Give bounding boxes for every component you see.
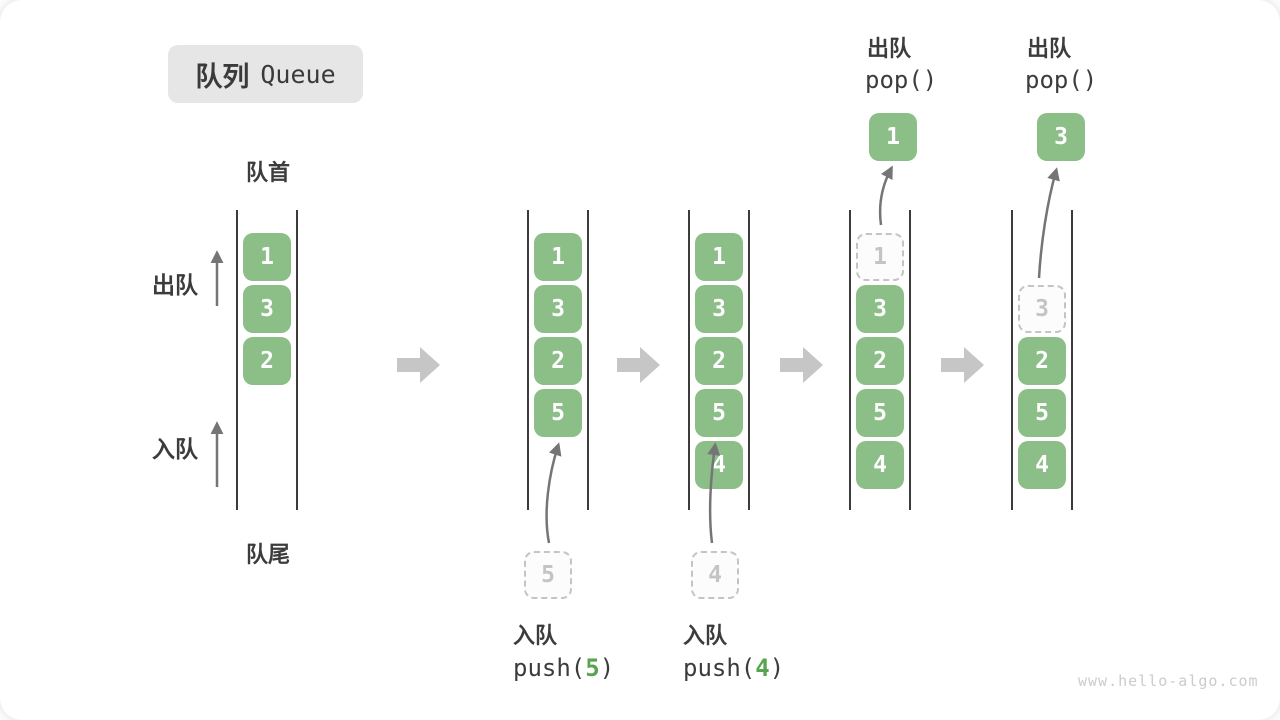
op-label-dequeue: 出队 xyxy=(867,36,912,61)
cell-value: 3 xyxy=(1054,124,1068,150)
queue-cell: 2 xyxy=(243,337,291,385)
op-code-pop: pop() xyxy=(865,66,938,94)
op-code-push5: push(5) xyxy=(513,654,614,682)
cell-value: 5 xyxy=(873,400,887,426)
queue-cell: 2 xyxy=(695,337,743,385)
cell-value: 3 xyxy=(873,296,887,322)
queue-cell: 5 xyxy=(856,389,904,437)
stage-transition-arrow xyxy=(617,347,660,383)
op-code-push4: push(4) xyxy=(683,654,784,682)
queue-cell: 3 xyxy=(534,285,582,333)
op-label-enqueue: 入队 xyxy=(683,623,728,648)
cell-value: 3 xyxy=(260,296,274,322)
queue-cell: 1 xyxy=(243,233,291,281)
cell-value: 1 xyxy=(873,244,887,270)
removed-cell: 1 xyxy=(856,233,904,281)
queue-cell: 4 xyxy=(856,441,904,489)
cell-value: 5 xyxy=(551,400,565,426)
cell-value: 1 xyxy=(712,244,726,270)
cell-value: 1 xyxy=(260,244,274,270)
queue-channel-5 xyxy=(1011,210,1073,510)
queue-channel-3 xyxy=(688,210,750,510)
cell-value: 4 xyxy=(1035,452,1049,478)
queue-cell: 3 xyxy=(695,285,743,333)
queue-cell: 5 xyxy=(534,389,582,437)
cell-value: 2 xyxy=(260,348,274,374)
cell-value: 5 xyxy=(712,400,726,426)
label-queue-rear: 队尾 xyxy=(245,542,290,567)
stage-transition-arrow xyxy=(780,347,823,383)
queue-cell: 2 xyxy=(856,337,904,385)
label-dequeue-side: 出队 xyxy=(152,272,198,298)
cell-value: 3 xyxy=(712,296,726,322)
cell-value: 2 xyxy=(712,348,726,374)
title-box: 队列 Queue xyxy=(168,45,363,103)
cell-value: 1 xyxy=(551,244,565,270)
queue-channel-1 xyxy=(236,210,298,510)
code-arg: 4 xyxy=(755,654,770,682)
queue-cell: 3 xyxy=(856,285,904,333)
title-en: Queue xyxy=(260,59,336,89)
pending-cell: 5 xyxy=(524,551,572,599)
code-text: ) xyxy=(599,654,615,682)
title-zh: 队列 xyxy=(195,61,250,92)
cell-value: 2 xyxy=(551,348,565,374)
op-label-dequeue: 出队 xyxy=(1027,36,1072,61)
queue-cell: 5 xyxy=(1018,389,1066,437)
cell-value: 3 xyxy=(551,296,565,322)
code-arg: 5 xyxy=(585,654,600,682)
queue-cell: 4 xyxy=(1018,441,1066,489)
code-text: ) xyxy=(769,654,785,682)
queue-cell: 1 xyxy=(695,233,743,281)
queue-cell: 4 xyxy=(695,441,743,489)
queue-cell: 1 xyxy=(534,233,582,281)
cell-value: 5 xyxy=(1035,400,1049,426)
watermark: www.hello-algo.com xyxy=(1078,672,1259,690)
popped-cell: 3 xyxy=(1037,113,1085,161)
label-queue-front: 队首 xyxy=(245,160,290,185)
queue-cell: 2 xyxy=(1018,337,1066,385)
op-code-pop: pop() xyxy=(1025,66,1098,94)
popped-cell: 1 xyxy=(869,113,917,161)
stage-transition-arrow xyxy=(941,347,984,383)
cell-value: 2 xyxy=(1035,348,1049,374)
cell-value: 4 xyxy=(712,452,726,478)
queue-cell: 3 xyxy=(243,285,291,333)
queue-channel-2 xyxy=(527,210,589,510)
pending-cell: 4 xyxy=(691,551,739,599)
cell-value: 2 xyxy=(873,348,887,374)
label-enqueue-side: 入队 xyxy=(152,436,198,462)
code-text: push( xyxy=(513,654,586,682)
cell-value: 3 xyxy=(1035,296,1049,322)
stage-transition-arrow xyxy=(397,347,440,383)
queue-cell: 2 xyxy=(534,337,582,385)
cell-value: 5 xyxy=(541,562,555,588)
code-text: push( xyxy=(683,654,756,682)
queue-channel-4 xyxy=(849,210,911,510)
cell-value: 4 xyxy=(873,452,887,478)
op-label-enqueue: 入队 xyxy=(513,623,558,648)
removed-cell: 3 xyxy=(1018,285,1066,333)
queue-cell: 5 xyxy=(695,389,743,437)
cell-value: 4 xyxy=(708,562,722,588)
cell-value: 1 xyxy=(886,124,900,150)
